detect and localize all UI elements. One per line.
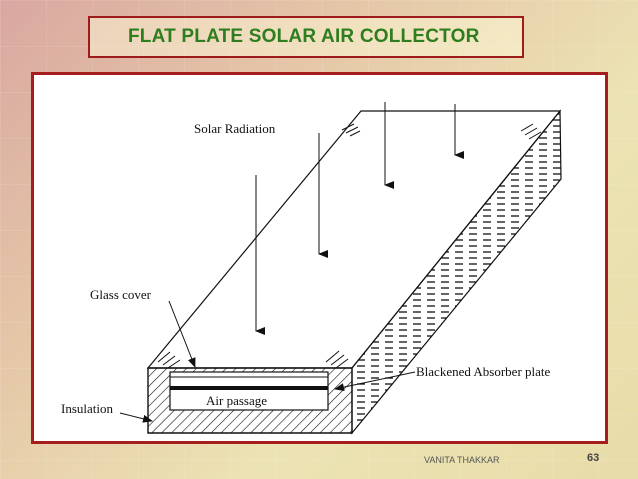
slide-title: FLAT PLATE SOLAR AIR COLLECTOR [128,26,480,47]
label-air-passage: Air passage [206,393,267,408]
insulation-leader [119,412,153,423]
label-solar-radiation: Solar Radiation [194,121,276,136]
label-insulation: Insulation [61,401,113,416]
glass-cover-leader [168,300,196,368]
solar-radiation-arrows [255,102,464,335]
absorber-plate-leader [334,371,416,392]
glass-glare-marks [157,123,542,369]
page-number: 63 [587,452,600,464]
diagram-frame: Solar Radiation Glass cover Blackened Ab… [31,72,608,444]
collector-diagram: Solar Radiation Glass cover Blackened Ab… [61,102,562,435]
air-passage-cavity [169,371,329,411]
label-blackened-absorber-plate: Blackened Absorber plate [416,364,551,379]
label-glass-cover: Glass cover [90,287,152,302]
absorber-plate [170,386,328,390]
side-wall-hatched [351,109,562,435]
title-box: FLAT PLATE SOLAR AIR COLLECTOR [88,16,524,58]
author-name: VANITA THAKKAR [424,455,500,465]
